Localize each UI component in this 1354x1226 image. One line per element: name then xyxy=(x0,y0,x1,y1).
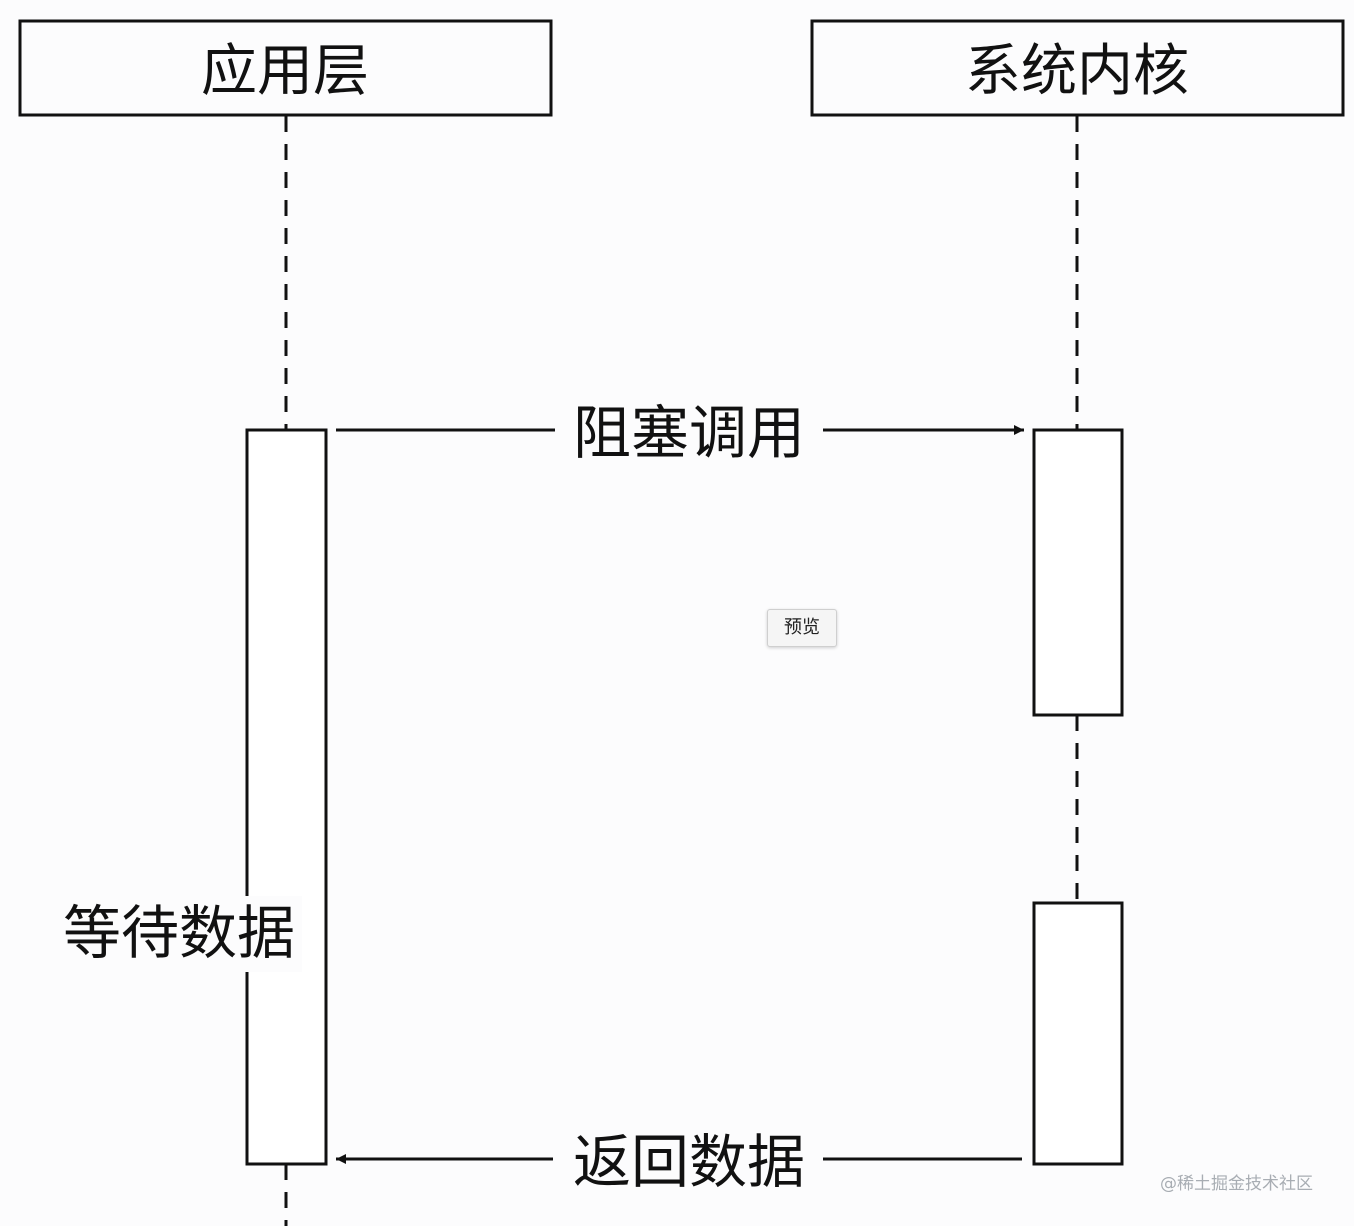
kernel-label: 系统内核 xyxy=(965,39,1189,104)
app-layer-activation-bar xyxy=(245,428,328,1166)
waiting-data-label: 等待数据 xyxy=(63,899,295,967)
blocking-call-label: 阻塞调用 xyxy=(573,399,805,467)
kernel-participant-box xyxy=(810,19,1345,117)
kernel-activation-bar-call xyxy=(1032,428,1124,717)
preview-button[interactable]: 预览 xyxy=(767,609,837,647)
watermark-text: @稀土掘金技术社区 xyxy=(1160,1174,1313,1194)
kernel-activation-bar-return xyxy=(1032,901,1124,1166)
return-data-label: 返回数据 xyxy=(573,1128,805,1196)
app-layer-label: 应用层 xyxy=(201,39,369,104)
app-layer-participant-box xyxy=(18,19,553,117)
waiting-data-label-background xyxy=(56,896,302,972)
